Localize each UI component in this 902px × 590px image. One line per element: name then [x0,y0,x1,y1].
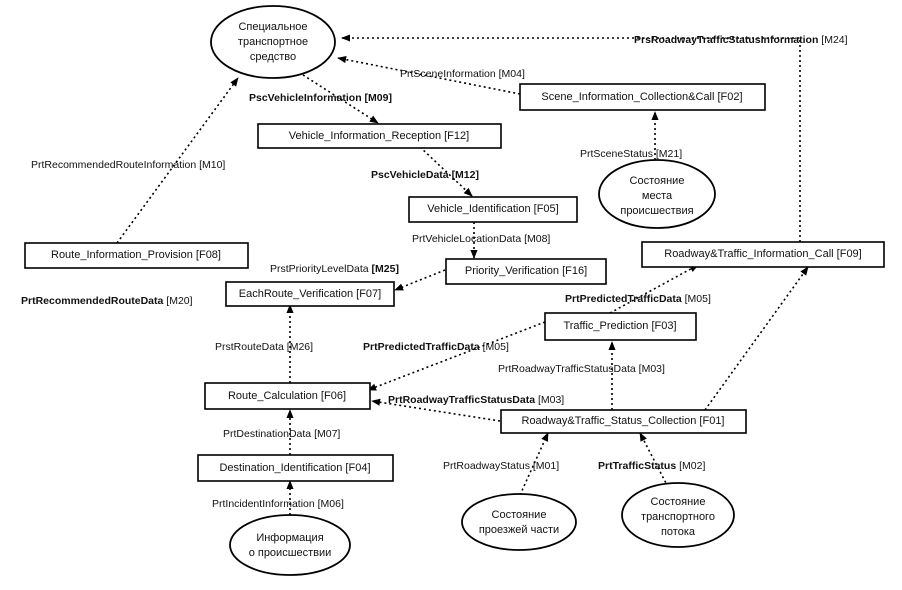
entity-road-state: Состояние проезжей части [461,493,577,551]
svg-text:происшествия: происшествия [620,205,693,217]
entity-scene-state: Состояние места происшествия [598,159,716,229]
svg-text:потока: потока [661,526,696,538]
svg-text:Route_Information_Provision [F: Route_Information_Provision [F08] [51,249,221,261]
svg-text:транспортного: транспортного [641,511,715,523]
flow-line-m10 [116,77,239,244]
svg-text:Traffic_Prediction [F03]: Traffic_Prediction [F03] [563,320,676,332]
svg-text:Roadway&Traffic_Status_Collect: Roadway&Traffic_Status_Collection [F01] [522,415,725,427]
svg-text:о происшествии: о происшествии [249,547,332,559]
function-box-f05: Vehicle_Identification [F05] [408,196,578,223]
flow-label-m25: PrstPriorityLevelData [M25] [270,263,399,275]
function-box-f02: Scene_Information_Collection&Call [F02] [519,83,766,111]
flow-label-m26: PrstRouteData [M26] [215,341,313,353]
svg-text:Состояние: Состояние [630,175,685,187]
entity-special-vehicle: Специальное транспортное средство [210,5,336,79]
flow-lines [116,34,809,515]
svg-text:Состояние: Состояние [651,496,706,508]
svg-text:Roadway&Traffic_Information_Ca: Roadway&Traffic_Information_Call [F09] [664,248,861,260]
flow-label-m12: PscVehicleData [M12] [371,169,479,181]
entity-traffic-state: Состояние транспортного потока [621,482,735,548]
flow-label-m24: PrsRoadwayTrafficStatusInformation [M24] [634,34,848,46]
function-box-f08: Route_Information_Provision [F08] [24,242,249,269]
svg-text:Destination_Identification [F0: Destination_Identification [F04] [219,462,370,474]
flow-label-m03b: PrtRoadwayTrafficStatusData [M03] [388,394,564,406]
flow-line-m05b [367,321,546,391]
function-box-f07: EachRoute_Verification [F07] [225,281,395,307]
function-box-f12: Vehicle_Information_Reception [F12] [257,123,502,149]
flow-line-m03b [371,398,501,422]
flow-label-m01: PrtRoadwayStatus [M01] [443,460,559,472]
flow-line-m12 [419,146,473,197]
svg-text:Информация: Информация [256,532,323,544]
entity-incident-info: Информация о происшествии [229,514,351,576]
flow-label-m09: PscVehicleInformation [M09] [249,92,392,104]
svg-text:Route_Calculation [F06]: Route_Calculation [F06] [228,390,346,402]
svg-text:Vehicle_Identification [F05]: Vehicle_Identification [F05] [427,203,558,215]
svg-text:Scene_Information_Collection&C: Scene_Information_Collection&Call [F02] [541,91,742,103]
function-box-f01: Roadway&Traffic_Status_Collection [F01] [500,409,747,434]
svg-text:места: места [642,190,673,202]
svg-text:Vehicle_Information_Reception: Vehicle_Information_Reception [F12] [289,130,469,142]
flow-label-m03a: PrtRoadwayTrafficStatusData [M03] [498,363,665,375]
flow-label-m21: PrtSceneStatus [M21] [580,148,682,160]
flow-line-m04 [337,56,521,95]
svg-text:проезжей части: проезжей части [479,524,559,536]
function-box-f03: Traffic_Prediction [F03] [544,312,697,341]
svg-text:Состояние: Состояние [492,509,547,521]
function-box-f16: Priority_Verification [F16] [445,258,607,285]
function-box-f04: Destination_Identification [F04] [197,454,394,482]
flow-line-f01-f09 [704,266,809,411]
flow-label-m05a: PrtPredictedTrafficData [M05] [565,293,711,305]
svg-text:Priority_Verification [F16]: Priority_Verification [F16] [465,265,587,277]
svg-text:Специальное: Специальное [238,21,307,33]
flow-label-m06: PrtIncidentInformation [M06] [212,498,344,510]
flow-line-m05a [609,264,699,314]
flow-label-m02: PrtTrafficStatus [M02] [598,460,705,472]
svg-text:EachRoute_Verification [F07]: EachRoute_Verification [F07] [239,288,381,300]
flow-label-m20: PrtRecommendedRouteData [M20] [21,295,193,307]
flow-label-m07: PrtDestinationData [M07] [223,428,340,440]
flow-line-m02 [639,432,669,488]
svg-text:средство: средство [250,51,296,63]
flow-label-m04: PrtSceneInformation [M04] [400,68,525,80]
function-box-f09: Roadway&Traffic_Information_Call [F09] [641,241,885,268]
flow-line-m01 [519,432,549,496]
flow-label-m05b: PrtPredictedTrafficData [M05] [363,341,509,353]
flow-label-m10: PrtRecommendedRouteInformation [M10] [31,159,225,171]
svg-text:транспортное: транспортное [238,36,308,48]
function-box-f06: Route_Calculation [F06] [204,382,371,410]
flow-label-m08: PrtVehicleLocationData [M08] [412,233,550,245]
flow-line-m25 [394,269,446,291]
